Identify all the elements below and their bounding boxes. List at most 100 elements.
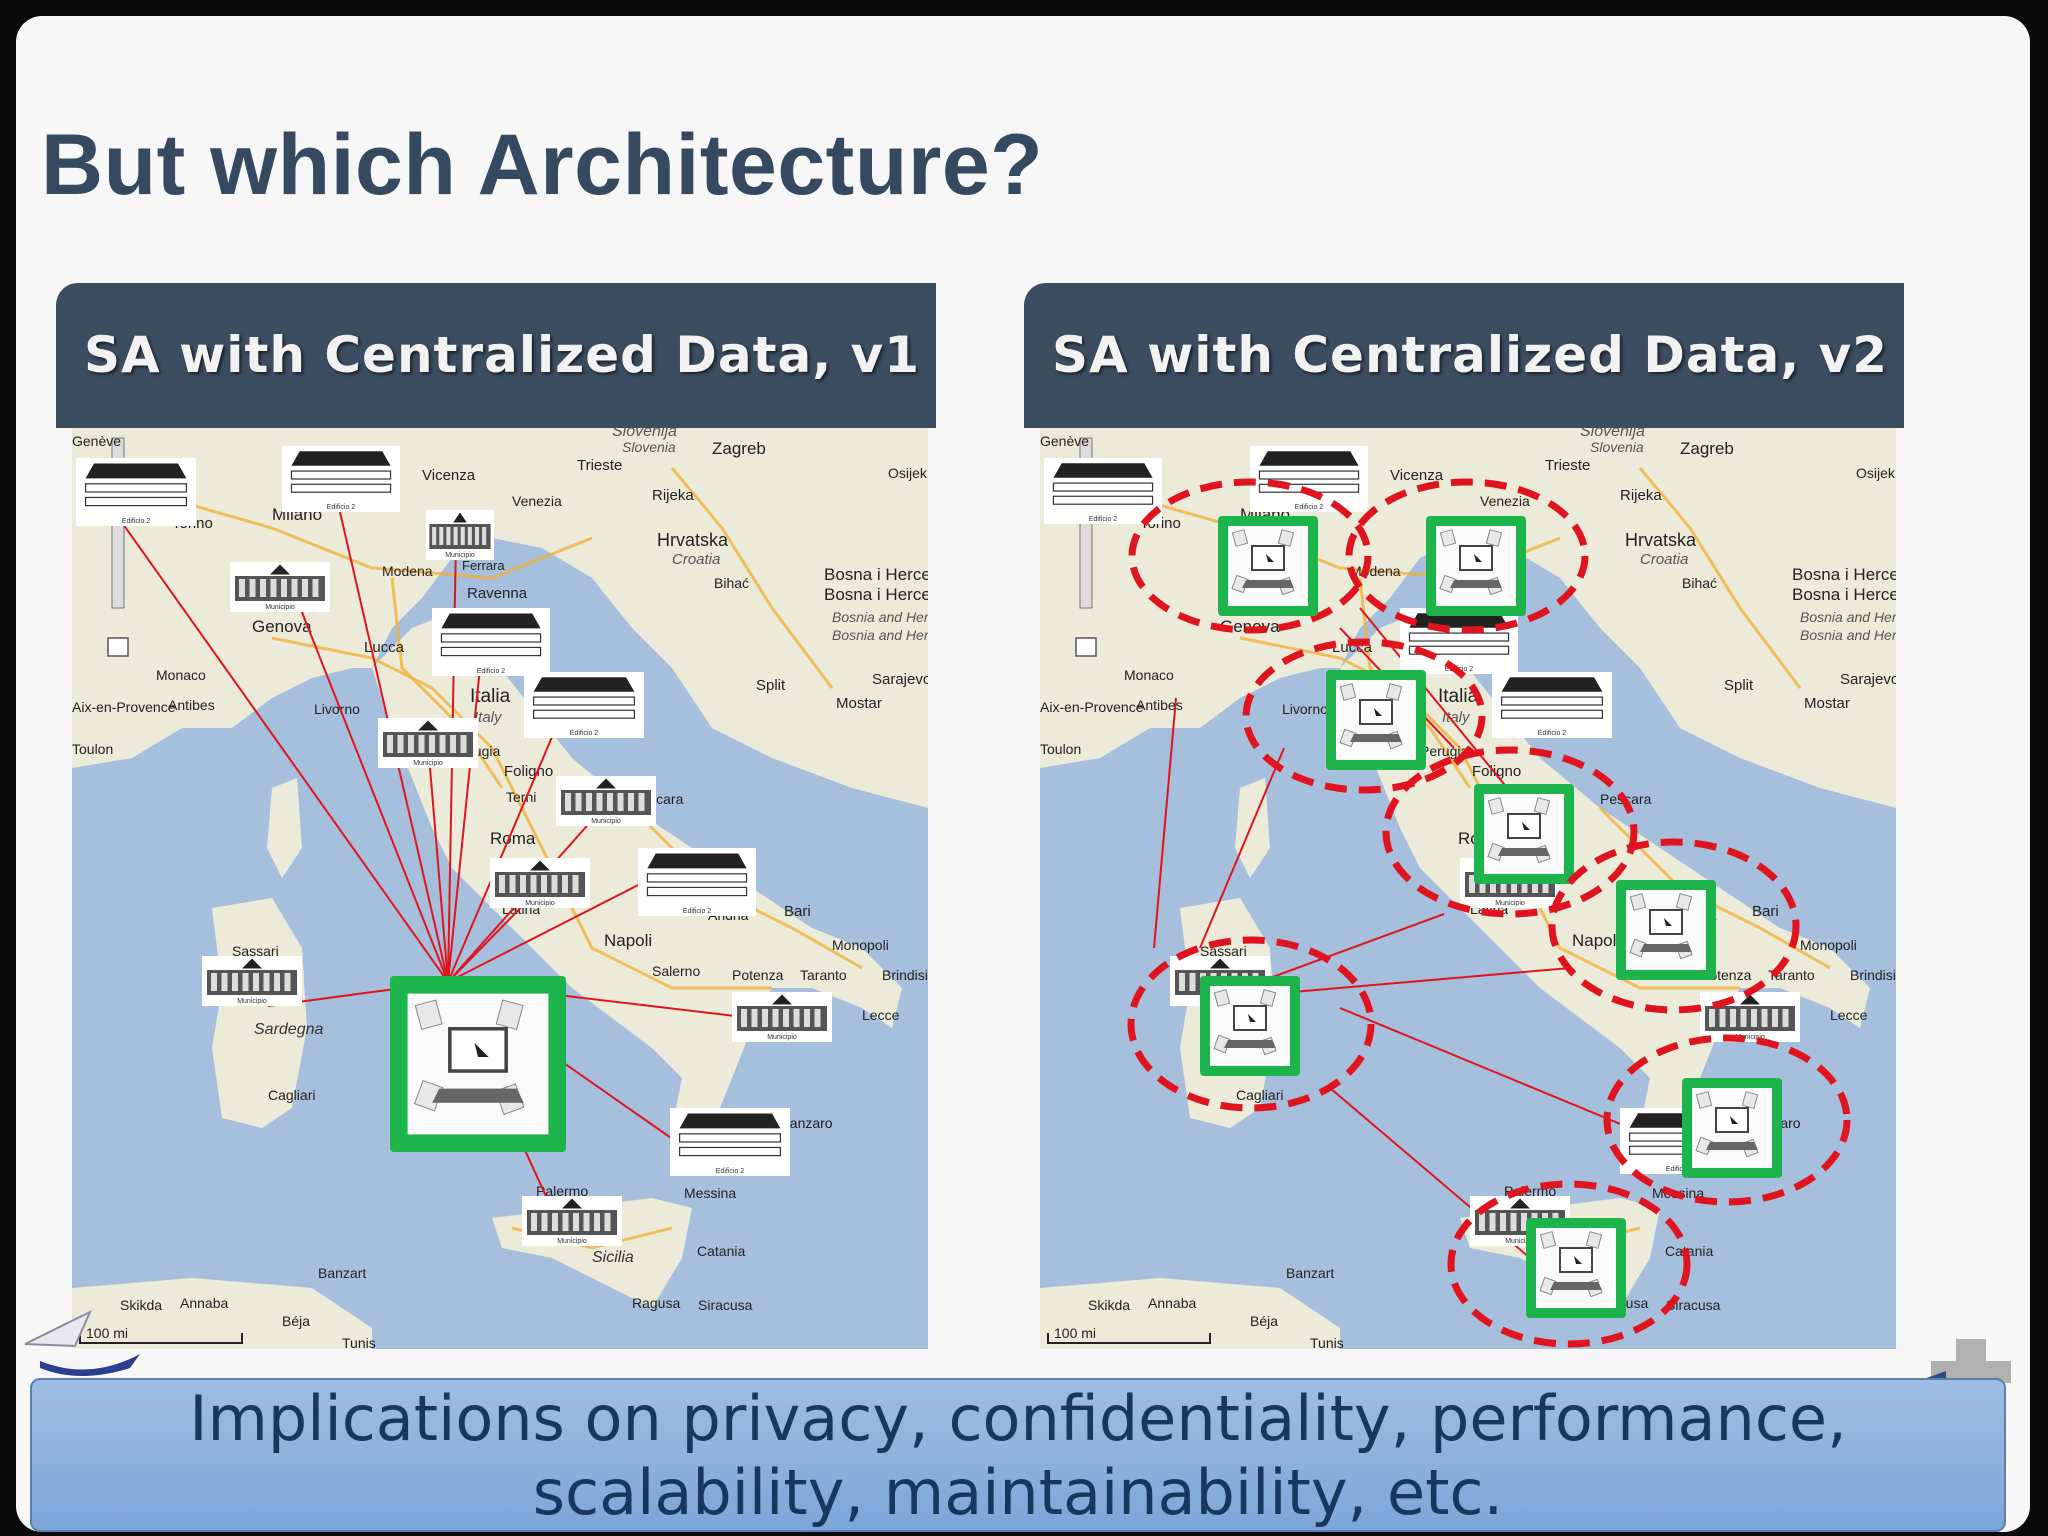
zoom-out-icon bbox=[1075, 637, 1097, 657]
map-place-label: Cagliari bbox=[1236, 1087, 1283, 1103]
map-place-label: Venezia bbox=[1480, 493, 1530, 509]
school-building-icon: Edificio 2 bbox=[1492, 672, 1612, 738]
school-building-icon: Edificio 2 bbox=[1250, 446, 1368, 512]
map-place-label: Toulon bbox=[1040, 741, 1081, 757]
panel-v1-header: SA with Centralized Data, v1 bbox=[56, 283, 936, 428]
school-building-icon: Edificio 2 bbox=[1400, 608, 1518, 674]
slide: But which Architecture? SA with Centrali… bbox=[16, 16, 2030, 1532]
map-place-label: Zagreb bbox=[1680, 439, 1734, 458]
map-place-label: Béja bbox=[1250, 1313, 1278, 1329]
map-place-label: Napoli bbox=[604, 931, 652, 950]
map-place-label: Siracusa bbox=[1666, 1297, 1721, 1313]
school-caption: Edificio 2 bbox=[570, 730, 599, 737]
banner-line-2: scalability, maintainability, etc. bbox=[532, 1456, 1504, 1529]
map-place-label: Palermo bbox=[536, 1183, 588, 1199]
map-place-label: Hrvatska bbox=[657, 530, 729, 550]
map-place-label: Italia bbox=[470, 686, 511, 707]
map-place-label: Ravenna bbox=[467, 585, 528, 602]
map-place-label: Bari bbox=[1752, 903, 1779, 920]
map-place-label: Bari bbox=[784, 903, 811, 920]
school-building-icon: Edificio 2 bbox=[1044, 458, 1162, 524]
regional-server-icon bbox=[1682, 1078, 1782, 1178]
sardinia-area bbox=[212, 898, 307, 1128]
map-place-label: Bosna i Hercegovina bbox=[824, 585, 928, 604]
road-line bbox=[131, 486, 593, 580]
cluster-ring bbox=[1382, 746, 1638, 918]
map-place-label: Mostar bbox=[836, 695, 882, 712]
corsica-area bbox=[267, 778, 302, 878]
map-place-label: Skikda bbox=[1088, 1297, 1130, 1313]
map-place-label: Italy bbox=[474, 709, 503, 726]
scale-bar bbox=[1047, 1333, 1211, 1344]
map-place-label: Terni bbox=[506, 789, 536, 805]
map-place-label: Vicenza bbox=[422, 467, 476, 484]
town-hall-icon: Municipio bbox=[1700, 992, 1800, 1042]
slide-title: But which Architecture? bbox=[41, 117, 1044, 213]
school-building-icon: Edificio 2 bbox=[432, 608, 550, 676]
map-place-label: Slovenia bbox=[622, 439, 676, 455]
map-place-label: Trieste bbox=[577, 457, 622, 474]
map-place-label: Bosna i Hercegovina bbox=[1792, 585, 1896, 604]
map-place-label: Antibes bbox=[1136, 697, 1183, 713]
town-hall-icon: Municipio bbox=[732, 992, 832, 1042]
map-place-label: Monopoli bbox=[1800, 937, 1857, 953]
map-place-label: Croatia bbox=[1640, 551, 1688, 568]
map-place-label: Tunis bbox=[342, 1335, 376, 1349]
map-place-label: Sarajevo bbox=[872, 671, 928, 688]
school-building-icon: Edificio 2 bbox=[282, 446, 400, 512]
regional-server-icon bbox=[1526, 1218, 1626, 1318]
road-line bbox=[390, 577, 504, 789]
connection-line bbox=[1153, 697, 1177, 949]
central-server-icon bbox=[390, 976, 566, 1152]
map-place-label: Monaco bbox=[1124, 667, 1174, 683]
map-place-label: Osijek bbox=[1856, 465, 1896, 481]
map-v2-canvas: GenèveMilanoVicenzaVeneziaTriesteSloveni… bbox=[1040, 428, 1896, 1349]
map-place-label: Annaba bbox=[180, 1295, 228, 1311]
mainland-area bbox=[72, 428, 928, 808]
school-building-icon: Edificio 2 bbox=[524, 672, 644, 738]
map-place-label: Italy bbox=[1442, 709, 1471, 726]
map-place-label: Ferrara bbox=[462, 558, 505, 573]
map-place-label: Foligno bbox=[504, 763, 553, 780]
north-africa-area bbox=[72, 1278, 372, 1349]
cluster-ring bbox=[1127, 936, 1375, 1112]
regional-server-icon bbox=[1426, 516, 1526, 616]
regional-server-icon bbox=[1474, 784, 1574, 884]
connection-line bbox=[447, 703, 567, 983]
map-place-label: Monopoli bbox=[832, 937, 889, 953]
cluster-ring bbox=[1242, 638, 1486, 794]
connection-line bbox=[1269, 967, 1571, 995]
peninsula-area bbox=[372, 608, 902, 1148]
map-place-label: Perugia bbox=[1420, 743, 1468, 759]
school-caption: Edificio 2 bbox=[327, 504, 356, 511]
connection-line bbox=[1199, 747, 1285, 949]
map-place-label: Bosnia and Herzegovina bbox=[1800, 609, 1896, 625]
town-hall-caption: Municipio bbox=[1495, 900, 1525, 907]
banner-line-1: Implications on privacy, confidentiality… bbox=[189, 1382, 1847, 1455]
town-hall-caption: Municipio bbox=[237, 998, 267, 1005]
map-place-label: Bosnia and Herzegovina bbox=[832, 609, 928, 625]
peninsula-area bbox=[1340, 608, 1870, 1148]
school-caption: Edificio 2 bbox=[1089, 516, 1118, 523]
map-place-label: Monaco bbox=[156, 667, 206, 683]
map-place-label: Zagreb bbox=[712, 439, 766, 458]
regional-server-icon bbox=[1616, 880, 1716, 980]
zoom-out-icon bbox=[107, 637, 129, 657]
map-place-label: Italia bbox=[1438, 686, 1479, 707]
connection-line bbox=[447, 647, 483, 983]
school-caption: Edificio 2 bbox=[716, 1168, 745, 1175]
map-place-label: Cagliari bbox=[268, 1087, 315, 1103]
map-place-label: Bosnia and Herzegovina bbox=[832, 627, 928, 643]
connection-line bbox=[105, 499, 449, 983]
scale-bar bbox=[79, 1333, 243, 1344]
school-caption: Edificio 2 bbox=[1666, 1166, 1695, 1173]
map-place-label: Brindisi bbox=[882, 967, 928, 983]
map-place-label: Catania bbox=[1665, 1243, 1713, 1259]
cluster-ring bbox=[1603, 1034, 1851, 1206]
map-place-label: Brindisi bbox=[1850, 967, 1896, 983]
map-place-label: Croatia bbox=[672, 551, 720, 568]
cluster-ring bbox=[1447, 1180, 1691, 1348]
town-hall-caption: Municipio bbox=[557, 1238, 587, 1245]
town-hall-caption: Municipio bbox=[525, 900, 555, 907]
